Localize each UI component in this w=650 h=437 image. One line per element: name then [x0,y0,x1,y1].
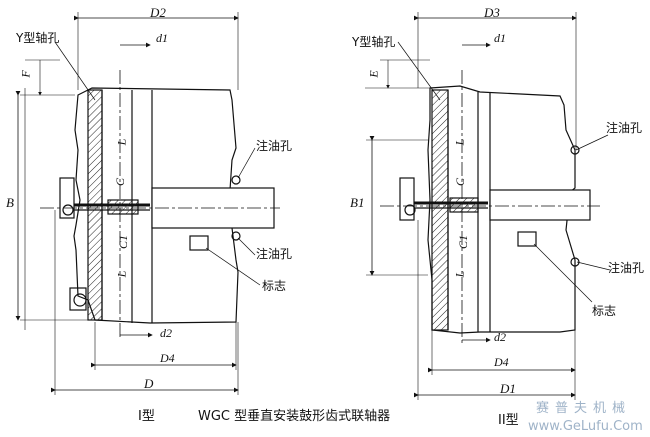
label-mark: 标志 [262,279,287,293]
label-y-bore: Y型轴孔 [16,31,60,45]
dim-d1-big: D1 [500,381,516,396]
dim-l-upper-right: L [452,138,467,146]
dim-c1: C1 [116,234,131,250]
dim-d2-right: d2 [494,330,506,344]
dim-d4: D4 [160,351,175,365]
dim-l-lower-right: L [452,270,467,278]
dim-c-right: C [453,177,468,187]
dim-d2-top: D2 [150,5,166,20]
label-oil-hole-1: 注油孔 [256,139,293,153]
dim-d4-right: D4 [494,355,509,369]
dim-f: F [18,70,33,78]
type-label-i: I型 [138,409,155,424]
label-oil-hole-1-right: 注油孔 [606,121,643,135]
dim-d2-bottom: d2 [160,326,172,340]
dim-d1-right: d1 [494,31,506,45]
label-y-bore-right: Y型轴孔 [352,35,396,49]
dim-l-lower: L [114,270,129,278]
dim-c1-right: C1 [456,234,471,250]
watermark-url: www.GeLufu.Com [528,419,643,434]
label-oil-hole-2-right: 注油孔 [608,261,645,275]
dim-d1: d1 [156,31,168,45]
dim-d: D [144,376,154,391]
dim-l-upper: L [114,138,129,146]
dim-c: C [113,177,128,187]
dim-b1: B1 [350,195,365,210]
watermark-cn: 赛普夫机械 [536,401,632,416]
figure-caption: WGC 型垂直安装鼓形齿式联轴器 [198,409,391,424]
label-mark-right: 标志 [592,304,617,318]
label-oil-hole-2: 注油孔 [256,247,293,261]
dim-e: E [366,70,381,78]
type-label-ii: II型 [498,413,519,428]
dim-b: B [6,195,14,210]
left-view [15,12,280,395]
right-view [365,12,611,400]
dim-d3: D3 [484,5,500,20]
